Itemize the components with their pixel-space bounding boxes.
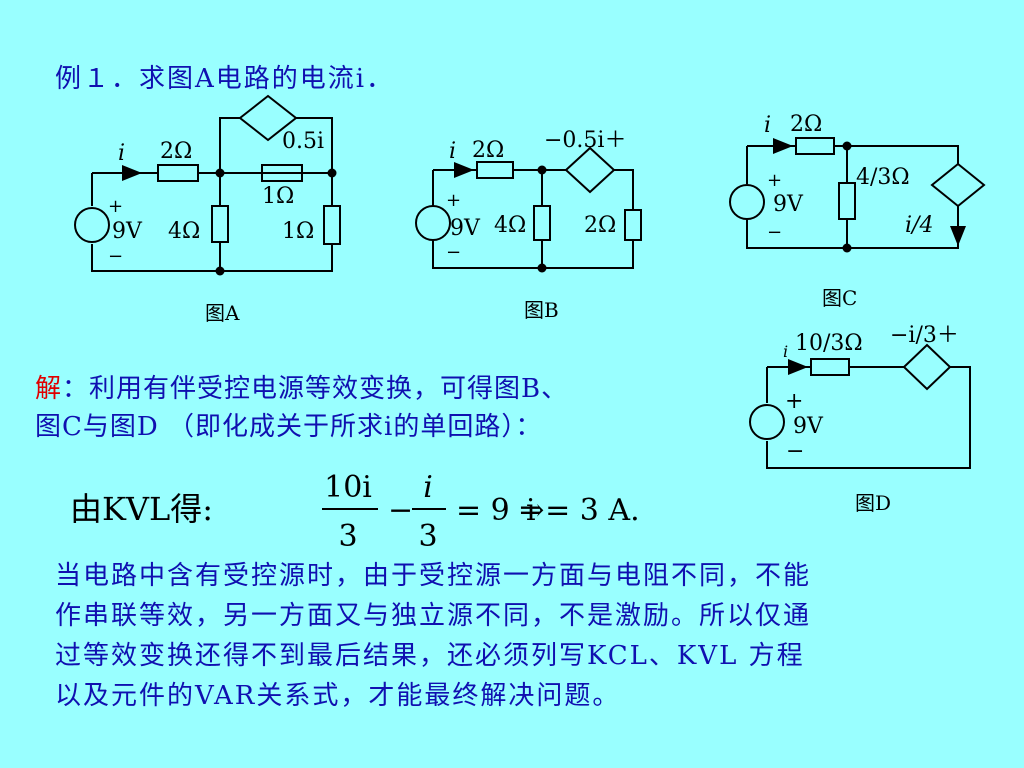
fig-b-resistor-2ohm-right [624,209,642,241]
equation-rhs: = 9 ⇒ [456,493,544,528]
fig-c-dependent-source [930,162,986,208]
fig-b-dep-label: −0.5i＋ [544,128,626,153]
kvl-equation: 由KVL得: 10i 3 − i 3 = 9 ⇒ i = 3 A. [70,470,640,554]
fig-c-nodes [842,141,852,253]
equation-minus: − [388,493,413,528]
fig-d-dependent-source [902,343,952,391]
solution-line-1: 解：利用有伴受控电源等效变换，可得图B、 [35,370,568,408]
fig-d-dep-label: −i/3＋ [890,323,959,348]
fig-d-resistor [810,358,850,376]
fig-d-voltage-source [749,404,785,440]
fig-c-current-label: i [764,113,771,138]
fig-c-r-series-label: 2Ω [790,112,822,137]
figure-c [729,137,986,249]
fig-a-current-label: i [118,141,125,166]
solution-line-2: 图C与图D （即化成关于所求i的单回路）： [35,412,543,442]
fig-a-nodes [215,168,337,276]
solution-text: 解：利用有伴受控电源等效变换，可得图B、 图C与图D （即化成关于所求i的单回路… [35,370,568,446]
fig-b-voltage-source [415,205,451,241]
fig-a-resistor-1ohm-mid [261,164,303,182]
fig-a-r-series-label: 2Ω [160,139,192,164]
paragraph-line-3: 过等效变换还得不到最后结果，还必须列写KCL、KVL 方程 [55,641,805,671]
fig-a-minus: − [108,246,123,267]
equation-den-1: 3 [338,519,357,554]
fig-b-r-right-label: 2Ω [584,213,616,238]
fig-c-resistor-4-3ohm [838,182,856,220]
figure-a [74,94,341,272]
fig-b-dependent-source [564,146,616,194]
paragraph-line-1: 当电路中含有受控源时，由于受控源一方面与电阻不同，不能 [55,561,812,591]
fig-a-r-right-label: 1Ω [282,219,314,244]
example-title: 例１．求图A电路的电流i． [55,64,395,94]
fig-c-r-shunt-label: 4/3Ω [856,165,910,190]
equation-prefix: 由KVL得: [70,490,213,528]
fig-b-resistor-2ohm [476,161,514,179]
equation-result: i = 3 A. [526,493,640,528]
fig-b-src-label: 9V [450,216,481,241]
fig-a-labels: i 2Ω 0.5i 1Ω + 9V − 4Ω 1Ω 图A [108,129,324,325]
fig-d-src-label: 9V [793,414,824,439]
equation-num-1: 10i [324,470,372,505]
fig-a-r-left-label: 4Ω [168,219,200,244]
fig-a-dep-label: 0.5i [282,129,324,154]
solution-label: 解 [35,374,63,404]
fig-c-voltage-source [729,184,765,220]
paragraph-line-2: 作串联等效，另一方面又与独立源不同，不是激励。所以仅通 [55,601,812,631]
fig-b-current-label: i [449,139,456,164]
fig-a-voltage-source [74,207,110,243]
equation-num-2: i [423,470,433,505]
fig-c-plus: + [767,170,782,191]
paragraph-line-4: 以及元件的VAR关系式，才能最终解决问题。 [55,681,621,711]
fig-b-labels: i 2Ω −0.5i＋ + 9V − 4Ω 2Ω 图B [446,128,626,322]
figure-d [749,343,971,469]
fig-b-minus: − [446,242,461,263]
fig-d-r-series-label: 10/3Ω [795,331,863,356]
fig-d-plus: + [785,389,803,414]
fig-c-resistor-2ohm [795,137,835,155]
fig-d-caption: 图D [855,491,891,515]
fig-b-plus: + [446,190,461,211]
fig-a-resistor-4ohm [211,205,229,243]
solution-line-1-text: ：利用有伴受控电源等效变换，可得图B、 [62,374,569,404]
fig-c-caption: 图C [822,286,857,310]
fig-b-nodes [537,165,547,273]
fig-d-minus: − [786,439,804,464]
fig-a-caption: 图A [205,301,240,325]
fig-a-top-branch [219,117,333,173]
fig-c-dep-label: i/4 [905,213,933,238]
fig-b-resistor-4ohm [533,205,551,241]
fig-b-caption: 图B [524,298,559,322]
fig-a-src-label: 9V [112,219,143,244]
fig-a-resistor-2ohm [157,164,199,182]
explanation-paragraph: 当电路中含有受控源时，由于受控源一方面与电阻不同，不能 作串联等效，另一方面又与… [55,556,811,716]
fig-a-dependent-source [238,94,298,142]
fig-a-r-mid-label: 1Ω [262,184,294,209]
fig-d-current-label: i [783,342,788,361]
fig-b-r-series-label: 2Ω [472,138,504,163]
fig-a-plus: + [108,196,123,217]
fig-c-labels: i 2Ω 4/3Ω i/4 + 9V − 图C [764,112,933,310]
fig-b-r-left-label: 4Ω [494,213,526,238]
fig-d-labels: i 10/3Ω −i/3＋ + 9V − 图D [783,323,959,515]
fig-a-resistor-1ohm-right [323,205,341,245]
fig-c-minus: − [767,222,782,243]
fig-c-src-label: 9V [773,192,804,217]
equation-den-2: 3 [418,519,437,554]
